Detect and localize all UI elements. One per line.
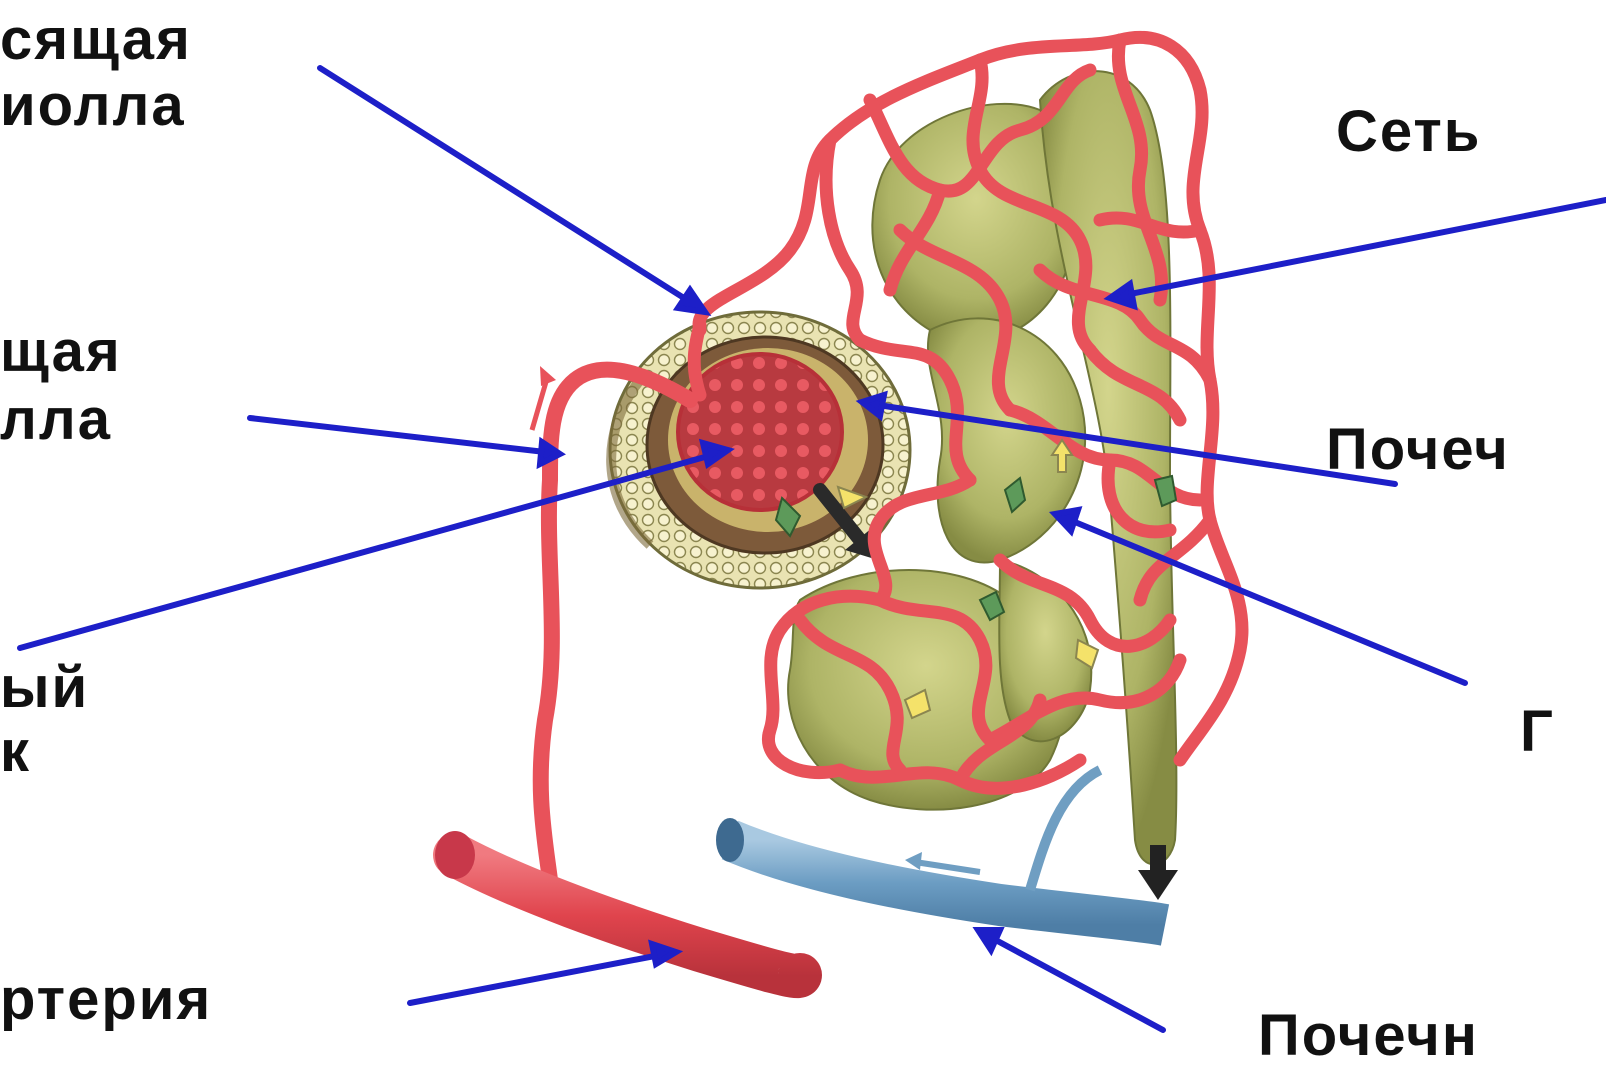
label-vein: Почечн xyxy=(1258,1004,1606,1068)
label-tubule: Г xyxy=(1520,700,1606,764)
label-afferent-line1: щая xyxy=(0,320,122,384)
pointer-arrow-tubule xyxy=(1055,510,1465,683)
label-afferent-line2: лла xyxy=(0,388,112,452)
bowman-capsule xyxy=(610,312,910,588)
pointer-arrow-efferent xyxy=(320,68,705,312)
label-capillary-net: Сеть xyxy=(1336,100,1606,164)
label-efferent-line2: иолла xyxy=(0,74,186,138)
pointer-arrow-afferent xyxy=(250,418,560,464)
pointer-arrow-vein xyxy=(978,930,1163,1030)
pointer-arrow-capillary xyxy=(1110,200,1606,306)
label-glomerulus-line2: к xyxy=(0,720,31,784)
label-capsule: Почеч xyxy=(1326,418,1606,482)
label-artery: ртерия xyxy=(0,968,212,1032)
pointer-arrow-artery xyxy=(410,944,676,1003)
label-efferent-line1: сящая xyxy=(0,8,192,72)
label-glomerulus-line1: ый xyxy=(0,656,89,720)
